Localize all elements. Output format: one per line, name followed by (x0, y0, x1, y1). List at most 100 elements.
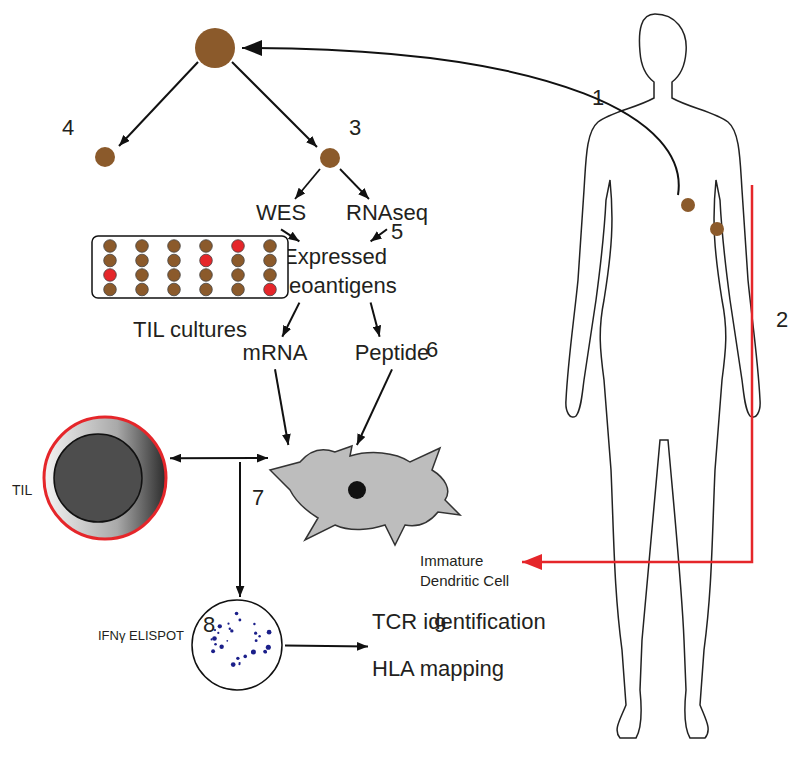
culture-well (104, 240, 117, 253)
culture-well (232, 283, 245, 296)
elispot-spot (238, 619, 241, 622)
flow-arrow (371, 303, 380, 337)
elispot-spot (227, 623, 229, 625)
culture-well (104, 269, 117, 282)
callout-number: 1 (592, 85, 604, 111)
til-culture-plate: TIL cultures (88, 232, 292, 367)
blood-arrow (522, 185, 752, 562)
node-text: HLA mapping (372, 655, 504, 684)
elispot-spot (267, 630, 272, 635)
node-shape (95, 598, 285, 693)
flow-arrow (275, 369, 288, 445)
callout-number: 6 (426, 337, 438, 363)
node-text: TIL cultures (130, 316, 250, 345)
elispot-spot (231, 662, 236, 667)
culture-well (136, 240, 149, 253)
til-cell-node: TIL (12, 415, 170, 542)
node-text: RNAseq (346, 199, 428, 228)
elispot-spot (258, 635, 260, 637)
culture-well (104, 283, 117, 296)
culture-plate (92, 236, 288, 298)
culture-well (200, 269, 213, 282)
elispot-spot (251, 650, 256, 655)
flow-arrow (170, 457, 268, 459)
split-arrow (232, 62, 317, 147)
callout-number: 3 (349, 115, 361, 141)
assay-arrow (239, 462, 241, 597)
culture-well (264, 269, 277, 282)
dendritic-cell (270, 446, 460, 545)
callout-number: 5 (391, 219, 403, 245)
culture-well (264, 254, 277, 267)
elispot-spot (236, 657, 239, 660)
elispot-spot (230, 629, 233, 632)
culture-well (168, 269, 181, 282)
tumor-fragment (320, 148, 340, 168)
elispot-spot (243, 655, 247, 659)
elispot-spot (217, 632, 219, 634)
node-shape (88, 232, 292, 367)
culture-well (168, 254, 181, 267)
callout-number: 8 (203, 612, 215, 638)
elispot-spot (264, 651, 266, 653)
culture-well (264, 240, 277, 253)
culture-well (232, 269, 245, 282)
method-label: mRNA (239, 337, 312, 370)
node-text: WES (256, 199, 306, 228)
callout-number: 4 (62, 115, 74, 141)
elispot-spot (238, 663, 240, 665)
elispot-spot (214, 643, 217, 646)
tumor-sample (195, 28, 235, 68)
culture-well (200, 254, 213, 267)
culture-well (136, 269, 149, 282)
node-text: TCR identification (372, 608, 546, 637)
elispot-spot (263, 650, 267, 654)
biopsy-arrow (242, 48, 679, 195)
tumor-spot (710, 222, 724, 236)
flow-arrow (357, 369, 392, 445)
elispot-spot (253, 623, 255, 625)
node-text: IFNγ ELISPOT (98, 628, 190, 645)
readout-node: TCR identificationHLA mapping (368, 608, 600, 685)
patient-silhouette (566, 14, 760, 738)
callout-number: 9 (434, 612, 446, 638)
culture-well (200, 283, 213, 296)
dc-nucleus (348, 481, 366, 499)
elispot-spot (235, 612, 239, 616)
culture-well (200, 240, 213, 253)
culture-well (136, 283, 149, 296)
flow-arrow (282, 303, 299, 337)
method-label: RNAseq (342, 197, 432, 230)
culture-well (136, 254, 149, 267)
elispot-spot (218, 624, 222, 628)
split-arrow (295, 169, 320, 199)
elispot-spot (255, 639, 258, 642)
method-label: WES (252, 197, 310, 230)
elispot-node: IFNγ ELISPOT (95, 598, 285, 693)
tumor-fragment (95, 147, 115, 167)
culture-well (264, 283, 277, 296)
til-cell (44, 417, 166, 539)
split-arrow (119, 62, 198, 146)
til-nucleus (54, 434, 142, 522)
flow-arrow (371, 229, 387, 241)
elispot-spot (254, 632, 257, 635)
flow-arrow (285, 646, 368, 647)
method-label: Peptide (351, 337, 434, 370)
elispot-spot (226, 640, 228, 642)
dendritic-cell-node: Immature Dendritic Cell (268, 445, 522, 595)
elispot-spot (266, 645, 271, 650)
culture-well (168, 240, 181, 253)
culture-well (104, 254, 117, 267)
elispot-spot (229, 628, 231, 630)
node-text: Immature Dendritic Cell (420, 551, 520, 590)
node-text: TIL (12, 481, 32, 499)
culture-well (232, 254, 245, 267)
split-arrow (340, 169, 369, 199)
culture-well (232, 240, 245, 253)
callout-number: 7 (252, 485, 264, 511)
tumor-spot (681, 198, 695, 212)
node-text: Peptide (355, 339, 430, 368)
